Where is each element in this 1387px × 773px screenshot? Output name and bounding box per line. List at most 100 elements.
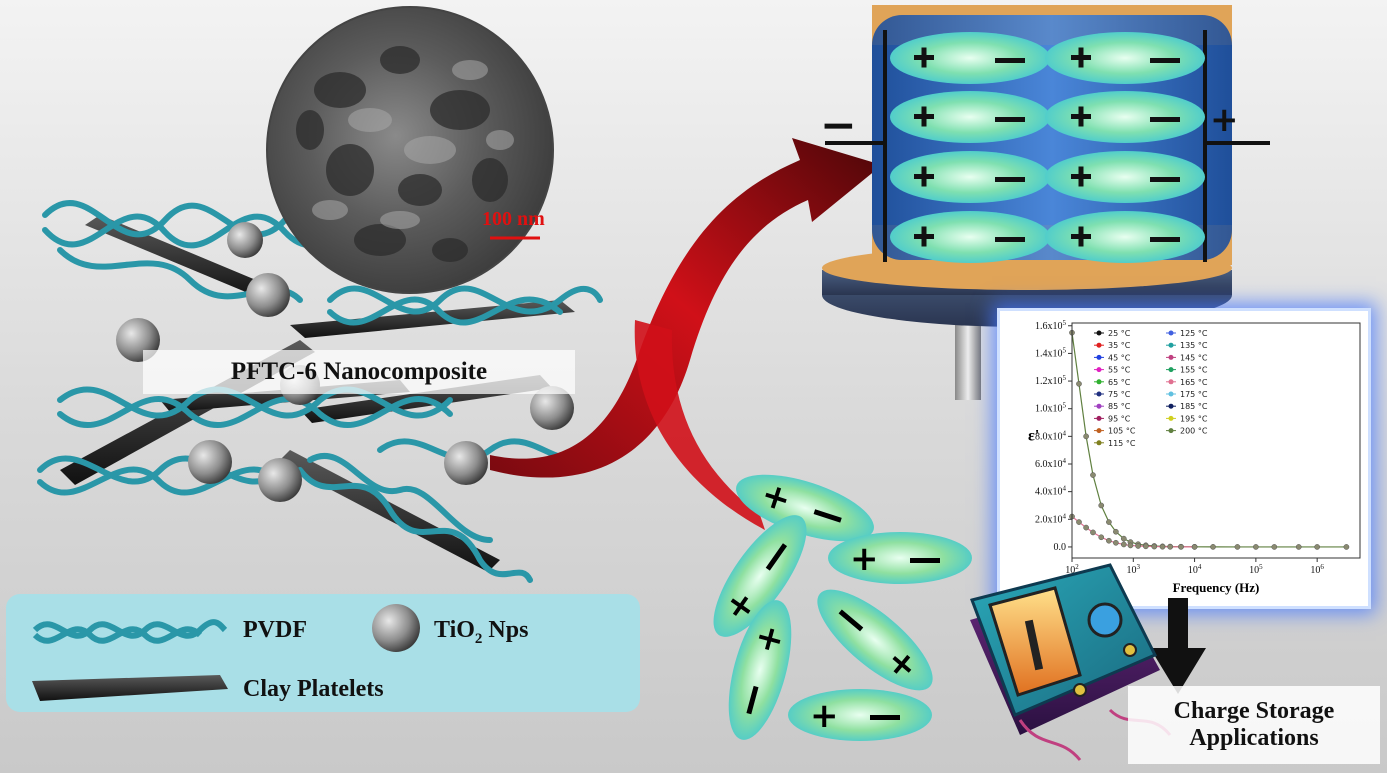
legend-entry-label: 85 °C — [1108, 402, 1131, 411]
legend-entry-label: 115 °C — [1108, 439, 1136, 448]
legend-marker — [1096, 415, 1102, 421]
sem-scale-label: 100 nm — [482, 208, 545, 230]
legend-entry-label: 45 °C — [1108, 353, 1131, 362]
svg-text:+: + — [810, 696, 839, 736]
legend-marker — [1168, 415, 1174, 421]
tio2-nanoparticles — [116, 222, 574, 502]
pvdf-legend-icon — [32, 619, 228, 644]
pvdf-legend-label: PVDF — [243, 617, 307, 643]
legend-marker — [1168, 403, 1174, 409]
data-point — [1083, 433, 1089, 440]
legend-entry-label: 125 °C — [1180, 329, 1208, 338]
data-point — [1106, 519, 1112, 525]
legend-marker — [1096, 428, 1102, 434]
data-point — [1135, 543, 1141, 549]
data-point — [1106, 537, 1112, 544]
y-tick-label: 4.0x104 — [1035, 485, 1067, 498]
legend-marker — [1168, 391, 1174, 397]
capacitor-dipoles — [890, 32, 1205, 263]
legend-entry-label: 145 °C — [1180, 353, 1208, 362]
data-point — [1120, 535, 1127, 542]
data-point — [1271, 544, 1278, 550]
data-point — [1127, 542, 1134, 549]
series-line — [1071, 516, 1195, 548]
legend-marker — [1096, 440, 1102, 446]
data-point — [1210, 544, 1216, 550]
data-point — [1343, 544, 1350, 550]
legend-marker — [1096, 391, 1102, 397]
legend-entry-label: 95 °C — [1108, 414, 1131, 423]
legend-marker — [1168, 428, 1174, 434]
application-label: Charge Storage Applications — [1128, 686, 1380, 764]
down-arrow — [1150, 598, 1206, 694]
clay-legend-label: Clay Platelets — [243, 676, 384, 702]
data-point — [1314, 544, 1321, 550]
nanocomposite-illustration — [37, 6, 603, 583]
capacitor-positive-terminal: + — [1210, 100, 1239, 140]
data-point — [1113, 539, 1119, 546]
y-tick-label: 0.0 — [1054, 542, 1067, 553]
y-tick-label: 1.2x105 — [1035, 374, 1067, 387]
data-point — [1178, 544, 1184, 550]
legend-marker — [1168, 367, 1174, 373]
dielectric-chart-panel: 0.0 2.0x104 4.0x104 6.0x104 8.0x104 1.0x105 1.… — [1000, 311, 1368, 606]
dipole-plus-signs — [914, 47, 1091, 247]
legend-marker — [1168, 330, 1174, 336]
data-point — [1098, 534, 1105, 541]
svg-text:+: + — [850, 539, 879, 579]
legend-entry-label: 200 °C — [1180, 427, 1208, 436]
tio2-legend-icon — [372, 604, 420, 652]
application-label-line1: Charge Storage — [1173, 698, 1335, 724]
data-point — [1167, 543, 1174, 550]
legend-marker — [1096, 330, 1102, 336]
legend-entry-label: 185 °C — [1180, 402, 1208, 411]
data-point — [1090, 529, 1096, 536]
y-tick-label: 1.6x105 — [1035, 319, 1067, 332]
data-point — [1159, 543, 1166, 550]
storage-device-illustration — [970, 563, 1172, 761]
legend-marker — [1096, 403, 1102, 409]
legend-marker — [1096, 354, 1102, 360]
y-tick-label: 6.0x104 — [1035, 457, 1067, 470]
composite-title: PFTC-6 Nanocomposite — [143, 350, 575, 394]
data-point — [1151, 543, 1158, 550]
data-point — [1120, 541, 1127, 548]
data-point — [1098, 502, 1105, 509]
clay-legend-icon — [32, 675, 228, 701]
dielectric-chart: 0.0 2.0x104 4.0x104 6.0x104 8.0x104 1.0x105 1.… — [1028, 319, 1361, 595]
legend-entry-label: 25 °C — [1108, 329, 1131, 338]
data-point — [1113, 528, 1119, 535]
legend-marker — [1096, 342, 1102, 348]
free-dipoles: + + + + + + — [713, 474, 972, 741]
x-tick-label: 105 — [1249, 563, 1263, 576]
data-point — [1234, 544, 1241, 550]
plot-frame — [1071, 322, 1361, 559]
data-point — [1142, 543, 1149, 550]
pvdf-ribbons — [37, 200, 603, 583]
x-tick-label: 106 — [1310, 563, 1324, 576]
y-tick-label: 8.0x104 — [1035, 429, 1067, 442]
x-tick-label: 104 — [1188, 563, 1202, 576]
legend-entry-label: 165 °C — [1180, 378, 1208, 387]
tio2-legend-label: TiO2 Nps — [434, 617, 529, 647]
legend-marker — [1168, 379, 1174, 385]
capacitor-negative-terminal: − — [820, 100, 857, 151]
data-point — [1295, 544, 1302, 550]
sem-micrograph — [266, 6, 554, 294]
data-point — [1076, 519, 1082, 525]
legend-marker — [1096, 367, 1102, 373]
legend-entry-label: 75 °C — [1108, 390, 1131, 399]
legend-marker — [1168, 342, 1174, 348]
dipole-minus-signs — [995, 58, 1180, 242]
chart-y-label: ε' — [1028, 428, 1039, 445]
y-tick-label: 1.0x105 — [1035, 402, 1067, 415]
legend-entry-label: 135 °C — [1180, 341, 1208, 350]
legend-marker — [1096, 379, 1102, 385]
legend-entry-label: 155 °C — [1180, 366, 1208, 375]
data-point — [1090, 472, 1096, 478]
legend-entry-label: 55 °C — [1108, 366, 1131, 375]
y-tick-label: 2.0x104 — [1035, 512, 1067, 525]
legend-entry-label: 35 °C — [1108, 341, 1131, 350]
data-point — [1191, 544, 1198, 550]
